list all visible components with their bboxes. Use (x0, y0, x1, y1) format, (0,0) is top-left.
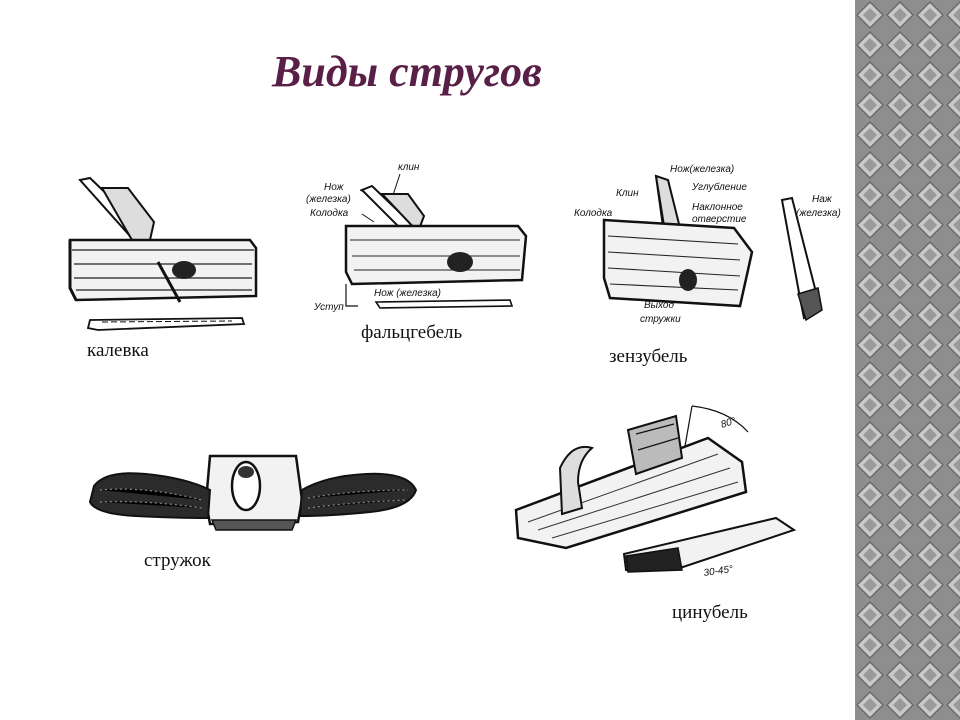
decorative-pattern-strip (855, 0, 960, 720)
label-nozh: Нож (324, 182, 345, 193)
tool-caption-kalevka: калевка (87, 340, 149, 361)
struzhok-illustration (88, 454, 418, 531)
label-otverstie: отверстие (692, 214, 747, 225)
label-nozh-zhelezka-z: Нож(железка) (670, 164, 734, 175)
label-vykhod: Выход (644, 300, 674, 311)
label-nozh-zhelezka: Нож (железка) (374, 288, 441, 299)
falzgebel-illustration: клин Нож (железка) Колодка Нож (железка)… (306, 162, 528, 313)
slide-title: Виды стругов (272, 47, 542, 96)
kalevka-illustration (68, 176, 258, 331)
label-angle-80: 80° (720, 416, 738, 431)
label-kolodka-z: Колодка (574, 208, 613, 219)
label-zhelezka-z: (железка) (796, 208, 841, 219)
label-struzhki: стружки (640, 314, 681, 325)
label-uglublenie: Углубление (691, 181, 747, 193)
zinubel-illustration: 80° 30-45° (514, 405, 797, 579)
tool-caption-struzhok: стружок (144, 550, 211, 571)
label-ustup: Уступ (313, 302, 344, 313)
label-zhelezka: (железка) (306, 194, 351, 205)
label-naklonnoe: Наклонное (692, 202, 743, 213)
label-kolodka: Колодка (310, 208, 349, 219)
tool-caption-zenzubel: зензубель (609, 346, 688, 367)
zenzubel-illustration: Нож(железка) Клин Углубление Колодка Нак… (574, 164, 841, 325)
label-klin: клин (398, 162, 420, 173)
tool-caption-zinubel: цинубель (672, 602, 748, 623)
slide: Виды стругов калевка клин Нож (железка) … (68, 47, 841, 623)
label-klin-z: Клин (616, 188, 639, 199)
label-nazh: Наж (812, 194, 833, 205)
tool-caption-falzgebel: фальцгебель (361, 322, 463, 343)
label-angle-30-45: 30-45° (703, 564, 734, 579)
